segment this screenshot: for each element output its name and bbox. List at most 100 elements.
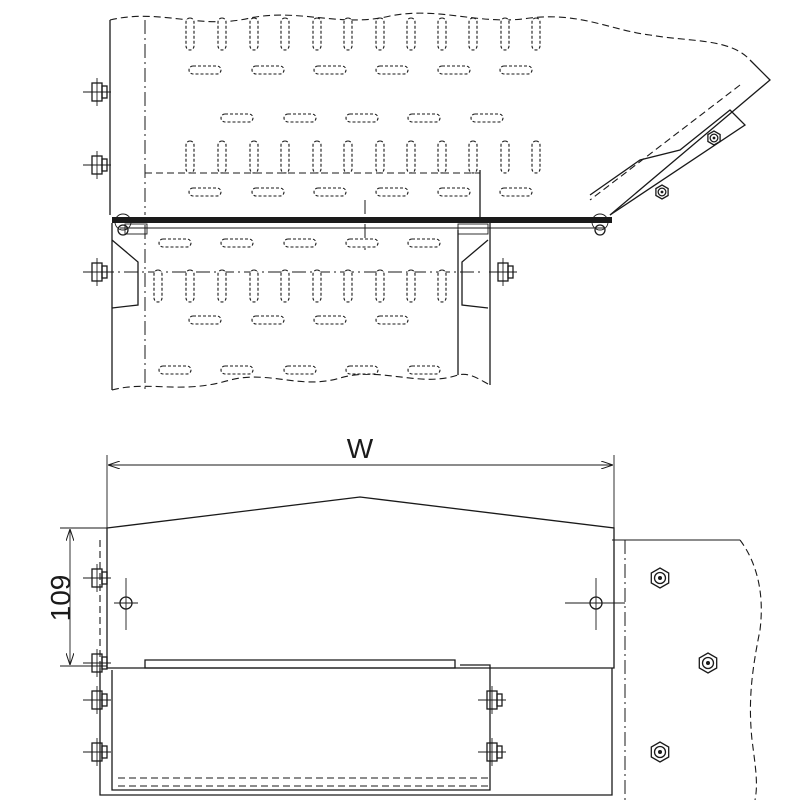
- pivot-bolt-left: [117, 224, 129, 236]
- horizontal-slot: [220, 238, 254, 248]
- horizontal-slot: [407, 238, 441, 248]
- vertical-slot: [153, 269, 163, 303]
- horizontal-slot: [313, 187, 347, 197]
- vertical-slot: [437, 269, 447, 303]
- plan-bolts: [83, 78, 721, 286]
- horizontal-slot: [407, 113, 441, 123]
- horizontal-slot: [283, 365, 317, 375]
- vertical-slot: [185, 269, 195, 303]
- horizontal-slot: [158, 365, 192, 375]
- lower-tray-break-line: [111, 373, 491, 391]
- height-label: 109: [45, 575, 76, 622]
- vertical-slot: [217, 269, 227, 303]
- channel-bottom-hidden: [118, 777, 488, 787]
- vertical-slot: [249, 140, 259, 174]
- vertical-slot: [185, 140, 195, 174]
- vertical-slot: [406, 140, 416, 174]
- front-bolt: [83, 564, 111, 592]
- horizontal-slot: [375, 65, 409, 75]
- upper-tray-edge-right: [609, 59, 771, 216]
- vertical-slot: [280, 17, 290, 51]
- vertical-slot: [280, 140, 290, 174]
- adjacent-hex-bolt: [698, 652, 718, 674]
- perforation-slots: [153, 17, 541, 375]
- vertical-slot: [249, 17, 259, 51]
- front-bolt: [478, 686, 506, 714]
- adjacent-hex-bolt: [650, 567, 670, 589]
- front-bolt: [83, 738, 111, 766]
- horizontal-slot: [313, 65, 347, 75]
- lower-bracket-left: [111, 239, 139, 309]
- vertical-slot: [375, 140, 385, 174]
- channel-tray-inner: [111, 664, 491, 791]
- channel-tray-outer: [99, 668, 613, 796]
- horizontal-slot: [188, 187, 222, 197]
- horizontal-slot: [188, 65, 222, 75]
- channel-tray-lip: [144, 659, 456, 669]
- width-label: W: [347, 433, 374, 464]
- vertical-slot: [343, 140, 353, 174]
- pivot-ring-right: [591, 213, 609, 231]
- vertical-slot: [312, 140, 322, 174]
- horizontal-slot: [345, 365, 379, 375]
- horizontal-slot: [375, 187, 409, 197]
- horizontal-slot: [345, 113, 379, 123]
- lower-bracket-right: [461, 239, 489, 309]
- vertical-slot: [437, 17, 447, 51]
- horizontal-slot: [499, 187, 533, 197]
- horizontal-slot: [188, 315, 222, 325]
- horizontal-slot: [251, 187, 285, 197]
- horizontal-slot: [220, 365, 254, 375]
- vertical-slot: [343, 269, 353, 303]
- vertical-slot: [375, 269, 385, 303]
- pivot-bolt-right: [594, 224, 606, 236]
- vertical-slot: [406, 17, 416, 51]
- front-bolt: [83, 649, 111, 677]
- adjacent-hex-bolt: [650, 741, 670, 763]
- horizontal-slot: [499, 65, 533, 75]
- angle-bolt: [655, 184, 669, 200]
- vertical-slot: [312, 17, 322, 51]
- joint-plate: [112, 217, 612, 223]
- horizontal-slot: [283, 113, 317, 123]
- vertical-slot: [468, 17, 478, 51]
- horizontal-slot: [375, 315, 409, 325]
- vertical-slot: [312, 269, 322, 303]
- cover-holes: [114, 578, 625, 630]
- width-dimension: W: [106, 433, 615, 528]
- angle-bracket: [589, 109, 747, 216]
- horizontal-slot: [345, 238, 379, 248]
- front-bolt: [478, 738, 506, 766]
- plan-bolt: [83, 258, 111, 286]
- horizontal-slot: [313, 315, 347, 325]
- pivot-ring-left: [114, 213, 132, 231]
- plan-bolt: [83, 151, 111, 179]
- horizontal-slot: [437, 187, 471, 197]
- front-view: 109: [45, 496, 762, 800]
- clip-left: [124, 223, 148, 235]
- vertical-slot: [249, 269, 259, 303]
- vertical-slot: [406, 269, 416, 303]
- horizontal-slot: [251, 315, 285, 325]
- vertical-slot: [500, 140, 510, 174]
- vertical-slot: [500, 17, 510, 51]
- angle-bolt: [707, 130, 721, 146]
- vertical-slot: [468, 140, 478, 174]
- vertical-slot: [185, 17, 195, 51]
- horizontal-slot: [158, 238, 192, 248]
- front-bolts: [83, 564, 718, 766]
- horizontal-slot: [251, 65, 285, 75]
- horizontal-slot: [407, 365, 441, 375]
- horizontal-slot: [283, 238, 317, 248]
- vertical-slot: [217, 140, 227, 174]
- upper-tray-angle-edge: [589, 84, 741, 201]
- adjacent-tray-break: [739, 539, 762, 800]
- plan-bolt: [83, 78, 111, 106]
- vertical-slot: [531, 140, 541, 174]
- front-bolt: [83, 686, 111, 714]
- horizontal-slot: [470, 113, 504, 123]
- vertical-slot: [531, 17, 541, 51]
- plan-view: [83, 12, 771, 391]
